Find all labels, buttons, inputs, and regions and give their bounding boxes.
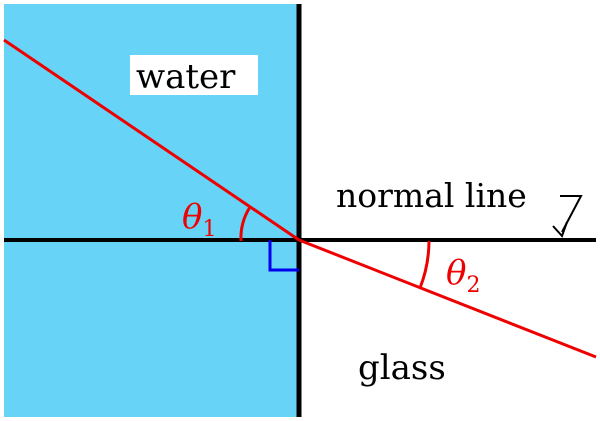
- theta2-label: θ2: [446, 253, 480, 298]
- right-angle-marker: [268, 240, 299, 272]
- theta1-label: θ1: [182, 197, 216, 242]
- normal-line-pointer-arrowhead: [552, 221, 568, 238]
- glass-label: glass: [358, 348, 446, 388]
- normal-line-label: normal line: [336, 176, 527, 215]
- normal-line-pointer-arrow: [560, 195, 583, 233]
- theta1-arc: [239, 206, 252, 242]
- water-label: water: [136, 57, 236, 97]
- water-label-box: [130, 55, 258, 95]
- theta1-subscript: 1: [202, 217, 216, 242]
- theta2-subscript: 2: [466, 273, 480, 298]
- refracted-ray: [298, 238, 597, 359]
- incident-ray: [3, 38, 300, 242]
- theta2-arc: [418, 240, 431, 289]
